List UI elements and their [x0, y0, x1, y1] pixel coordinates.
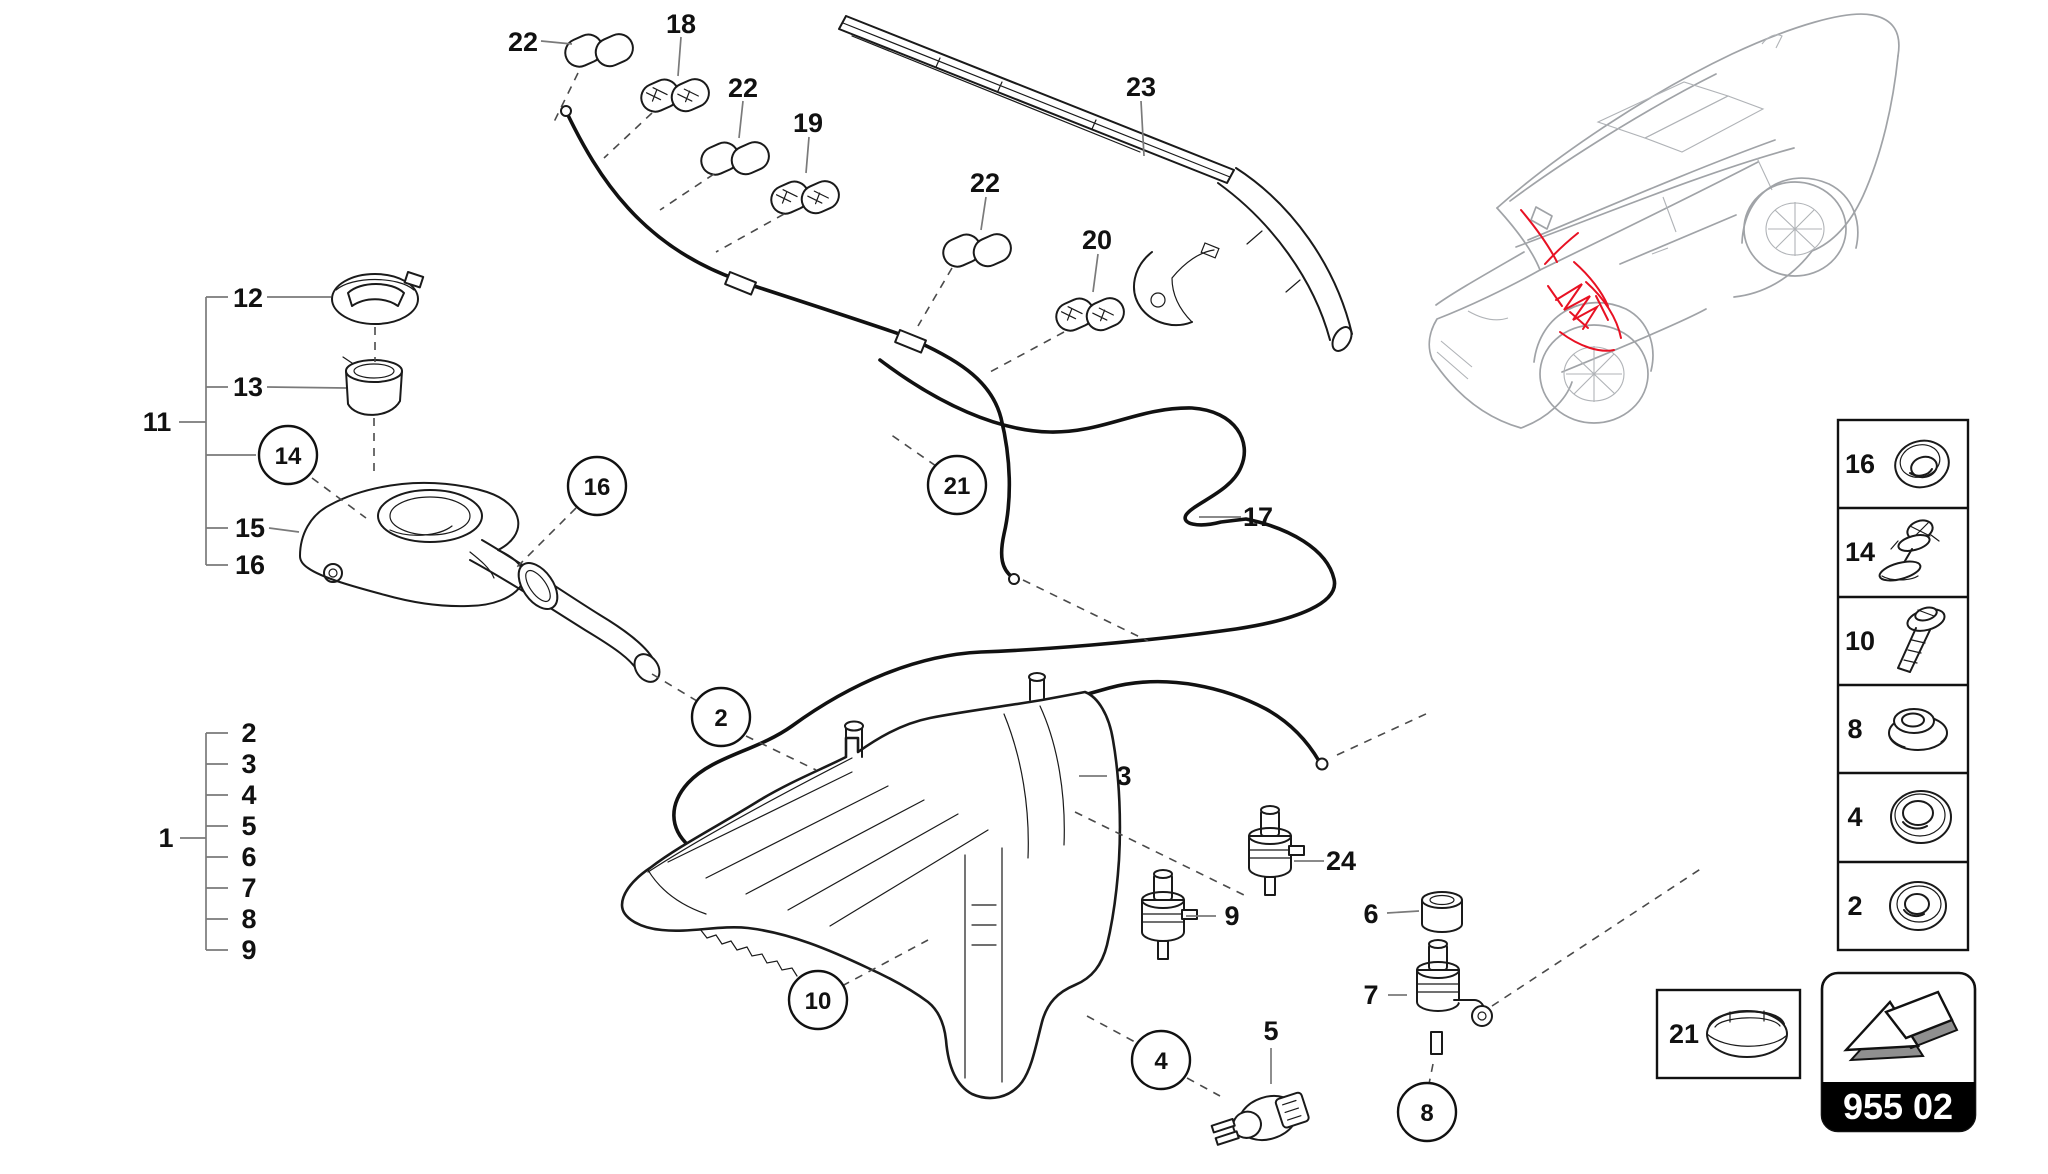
circled-callout-21[interactable]: 21 — [926, 454, 988, 516]
red-location-highlight — [1520, 209, 1622, 352]
grommet-ring-icon — [1894, 439, 1950, 489]
section-code: 955 02 — [1843, 1086, 1953, 1127]
svg-text:8: 8 — [1420, 1100, 1433, 1127]
svg-text:16: 16 — [1845, 449, 1875, 479]
callout-22-c[interactable]: 22 — [970, 168, 1000, 198]
section-code-badge[interactable]: 955 02 — [1820, 971, 1977, 1133]
cap-icon — [1706, 1010, 1788, 1058]
pump-7-drawing — [1416, 939, 1493, 1055]
level-sensor-drawing — [1210, 1091, 1310, 1146]
circled-callout-8[interactable]: 8 — [1396, 1081, 1458, 1143]
grommet-6-drawing — [1421, 891, 1463, 933]
strainer-drawing — [342, 356, 403, 416]
parts-table-row-14[interactable]: 14 — [1845, 517, 1940, 584]
car-overview-illustration — [1428, 13, 1900, 429]
washer-hose-front — [560, 105, 1020, 585]
seal-ring-icon — [1890, 790, 1952, 844]
circled-callouts: 14 16 2 21 10 4 8 — [257, 424, 1458, 1143]
clip-19-drawing — [770, 180, 840, 215]
legend-item-2[interactable]: 2 — [241, 718, 256, 748]
clip-22-a-drawing — [564, 33, 634, 68]
circled-callout-10[interactable]: 10 — [787, 969, 849, 1031]
svg-text:4: 4 — [1847, 802, 1862, 832]
filler-cap-drawing — [331, 271, 425, 325]
parts-table-row-8[interactable]: 8 — [1847, 708, 1948, 751]
svg-text:10: 10 — [805, 988, 832, 1015]
expanding-rivet-icon — [1878, 519, 1940, 582]
callout-7[interactable]: 7 — [1363, 980, 1378, 1010]
callout-23[interactable]: 23 — [1126, 72, 1156, 102]
callout-3[interactable]: 3 — [1116, 761, 1131, 791]
callout-13[interactable]: 13 — [233, 372, 263, 402]
assembly-dashed-lines — [311, 72, 1703, 1097]
callout-9[interactable]: 9 — [1224, 901, 1239, 931]
callout-17[interactable]: 17 — [1243, 502, 1273, 532]
wiper-blade-drawing — [838, 15, 1353, 352]
pump-24-drawing — [1248, 805, 1305, 896]
circled-callout-16[interactable]: 16 — [566, 455, 628, 517]
grommet-icon — [1888, 708, 1948, 751]
legend-item-3[interactable]: 3 — [241, 749, 256, 779]
callout-6[interactable]: 6 — [1363, 899, 1378, 929]
callout-19[interactable]: 19 — [793, 108, 823, 138]
svg-text:14: 14 — [275, 443, 302, 470]
svg-text:2: 2 — [1847, 891, 1862, 921]
parts-table-row-4[interactable]: 4 — [1847, 790, 1952, 844]
ring-gasket-icon — [1889, 881, 1947, 931]
svg-text:21: 21 — [1669, 1019, 1699, 1049]
pump-9-drawing — [1141, 869, 1198, 960]
clip-22-c-drawing — [942, 233, 1012, 268]
legend-item-5[interactable]: 5 — [241, 811, 256, 841]
clip-18-drawing — [640, 78, 710, 113]
legend-item-6[interactable]: 6 — [241, 842, 256, 872]
svg-text:10: 10 — [1845, 626, 1875, 656]
callout-18[interactable]: 18 — [666, 9, 696, 39]
legend-item-8[interactable]: 8 — [241, 904, 256, 934]
legend-item-9[interactable]: 9 — [241, 935, 256, 965]
callout-5[interactable]: 5 — [1263, 1016, 1278, 1046]
filler-bracket-drawing — [299, 481, 525, 608]
parts-table: 16 14 10 — [1836, 418, 1970, 952]
parts-table-row-2[interactable]: 2 — [1847, 881, 1947, 931]
parts-table-row-10[interactable]: 10 — [1845, 605, 1947, 673]
rear-wheel — [1741, 177, 1859, 277]
inset-box-21[interactable]: 21 — [1655, 988, 1802, 1080]
callout-1[interactable]: 1 — [158, 823, 173, 853]
svg-text:8: 8 — [1847, 714, 1862, 744]
circled-callout-2[interactable]: 2 — [690, 686, 752, 748]
callout-22-b[interactable]: 22 — [728, 73, 758, 103]
callout-22-a[interactable]: 22 — [508, 27, 538, 57]
callout-11[interactable]: 11 — [143, 407, 172, 437]
circled-callout-4[interactable]: 4 — [1130, 1029, 1192, 1091]
svg-text:4: 4 — [1154, 1048, 1168, 1075]
legend-item-4[interactable]: 4 — [241, 780, 256, 810]
svg-text:21: 21 — [944, 473, 971, 500]
circled-callout-14[interactable]: 14 — [257, 424, 319, 486]
parts-table-row-16[interactable]: 16 — [1845, 435, 1954, 493]
callout-20[interactable]: 20 — [1082, 225, 1112, 255]
callout-15[interactable]: 15 — [235, 513, 265, 543]
leader-lines — [179, 36, 1420, 1084]
reservoir-tank-drawing — [620, 672, 1122, 1100]
legend-item-7[interactable]: 7 — [241, 873, 256, 903]
clip-22-b-drawing — [700, 141, 770, 176]
callout-16-list[interactable]: 16 — [235, 550, 265, 580]
svg-text:14: 14 — [1845, 537, 1875, 567]
callout-24[interactable]: 24 — [1326, 846, 1356, 876]
svg-text:2: 2 — [714, 705, 727, 732]
callout-labels: 22 18 22 19 22 20 23 12 13 11 15 16 1 2 … — [143, 9, 1379, 1046]
callout-12[interactable]: 12 — [233, 283, 263, 313]
screw-icon — [1897, 606, 1946, 673]
svg-text:16: 16 — [584, 474, 611, 501]
front-wheel — [1533, 301, 1654, 424]
arrow-icon — [1843, 990, 1959, 1062]
clip-20-drawing — [1055, 297, 1125, 332]
